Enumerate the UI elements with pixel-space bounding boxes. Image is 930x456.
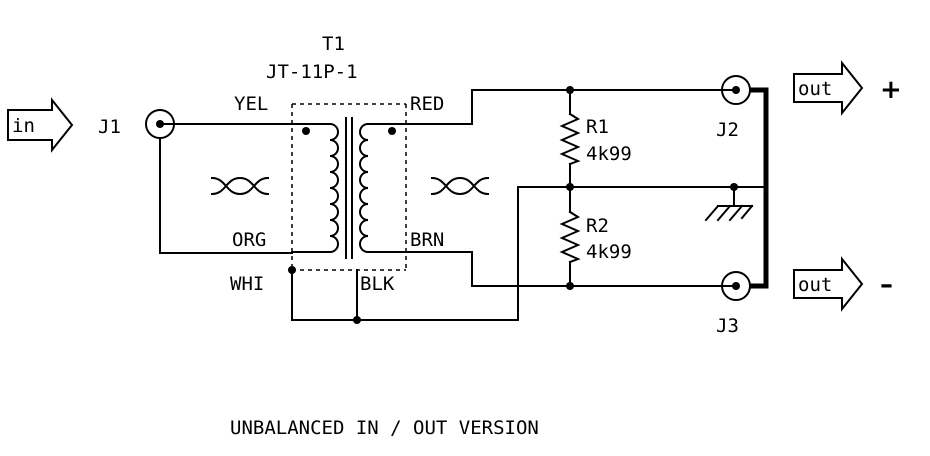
output-positive-arrow-icon — [793, 60, 864, 116]
output-negative-arrow-icon — [793, 256, 864, 312]
chassis-ground-icon — [704, 183, 754, 222]
r2-ref: R2 — [586, 215, 609, 237]
r1-ref: R1 — [586, 116, 609, 138]
secondary-phase-dot — [388, 127, 396, 135]
positive-sign: + — [880, 75, 902, 105]
brn-output-wiring — [405, 251, 737, 287]
wire-label-org: ORG — [232, 229, 266, 251]
wire-label-yel: YEL — [234, 93, 268, 115]
secondary-winding — [359, 122, 407, 254]
r1-resistor-icon — [559, 89, 581, 188]
wire-label-whi: WHI — [230, 273, 264, 295]
transformer-ref: T1 — [322, 33, 345, 55]
output-positive-label: out — [798, 78, 832, 100]
wire-label-red: RED — [410, 93, 444, 115]
wire-label-brn: BRN — [410, 229, 444, 251]
twisted-pair-icon-right — [430, 176, 490, 196]
negative-sign: – — [880, 270, 893, 300]
j2-label: J2 — [716, 119, 739, 141]
r2-value: 4k99 — [586, 241, 632, 263]
input-wiring — [159, 123, 297, 254]
input-label: in — [12, 115, 35, 137]
primary-winding — [291, 122, 339, 254]
output-shield-bus — [750, 87, 769, 289]
output-negative-label: out — [798, 274, 832, 296]
wire-label-blk: BLK — [360, 273, 395, 295]
j1-label: J1 — [98, 116, 121, 138]
input-arrow-icon — [7, 97, 74, 153]
r2-resistor-icon — [559, 186, 581, 287]
twisted-pair-icon-left — [210, 176, 270, 196]
transformer-shield — [291, 103, 407, 271]
transformer-core — [345, 117, 353, 259]
diagram-caption: UNBALANCED IN / OUT VERSION — [230, 417, 539, 439]
j3-label: J3 — [716, 315, 739, 337]
red-output-wiring — [405, 89, 737, 125]
primary-phase-dot — [302, 127, 310, 135]
r1-value: 4k99 — [586, 143, 632, 165]
transformer-part: JT-11P-1 — [266, 61, 358, 83]
shield-ground-wiring — [288, 186, 767, 324]
resistor-junctions — [566, 86, 574, 290]
